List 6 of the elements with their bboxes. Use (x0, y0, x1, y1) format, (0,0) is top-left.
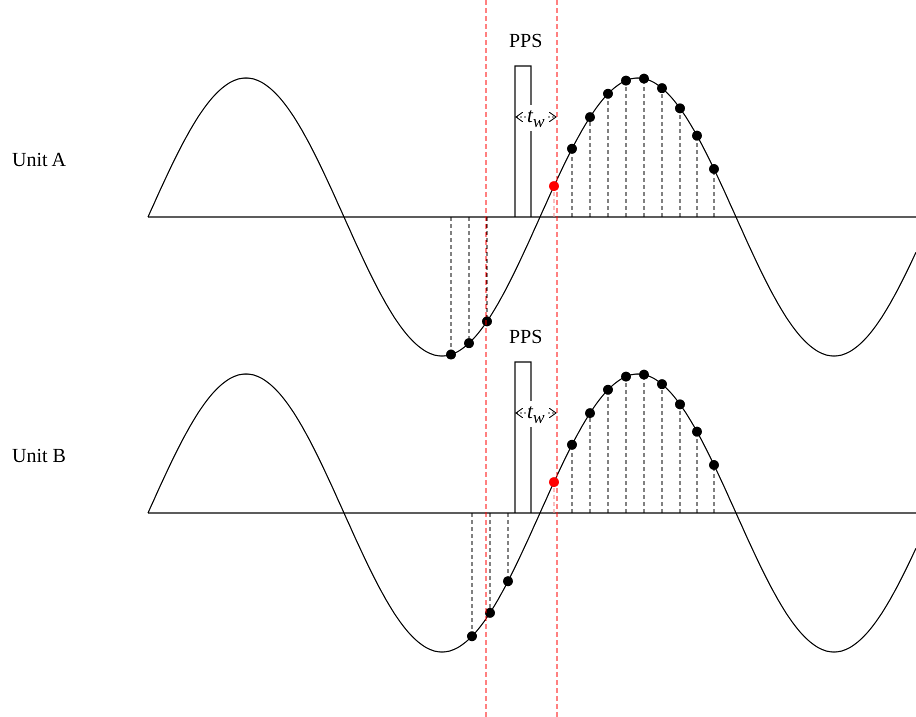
width-label: t$_{w}$ (526, 401, 546, 427)
unit-label: Unit B (12, 446, 66, 466)
width-label: t$_{w}$ (526, 105, 546, 131)
unit-label: Unit A (12, 150, 66, 170)
pulse-label: PPS (509, 327, 542, 347)
pulse-label: PPS (509, 31, 542, 51)
